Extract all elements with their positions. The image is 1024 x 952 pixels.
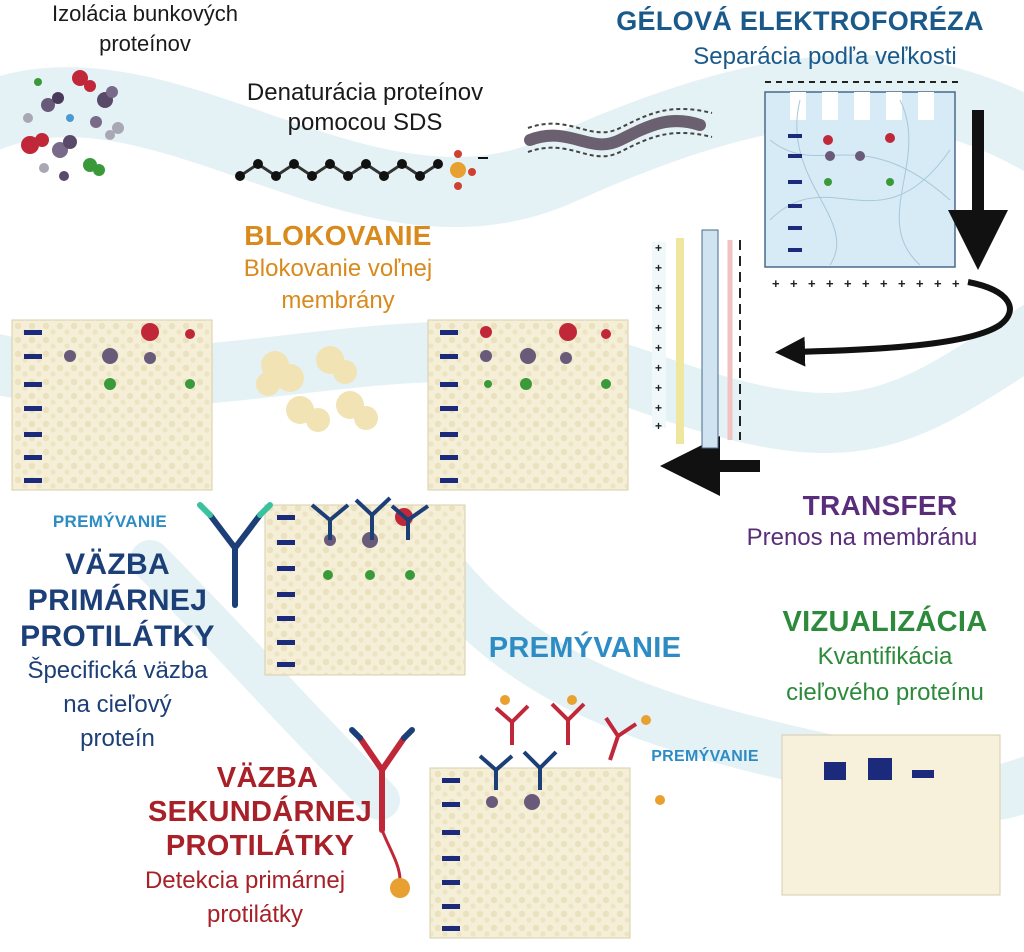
svg-text:+: + bbox=[655, 419, 662, 433]
secondary-title-line2: SEKUNDÁRNEJ bbox=[147, 796, 373, 828]
svg-text:+: + bbox=[880, 276, 888, 291]
svg-text:+: + bbox=[655, 281, 662, 295]
denaturation-line1: Denaturácia proteínov bbox=[246, 79, 484, 106]
visualization-line2: cieľového proteínu bbox=[786, 679, 984, 706]
svg-text:+: + bbox=[916, 276, 924, 291]
blocking-line1: Blokovanie voľnej bbox=[243, 255, 433, 282]
secondary-wash-label: PREMÝVANIE bbox=[651, 748, 759, 765]
svg-text:+: + bbox=[826, 276, 834, 291]
blocking-line2: membrány bbox=[281, 287, 395, 314]
svg-text:+: + bbox=[655, 261, 662, 275]
primary-desc-line3: proteín bbox=[80, 725, 155, 752]
result-membrane-icon bbox=[781, 734, 1001, 896]
svg-text:+: + bbox=[808, 276, 816, 291]
membrane-icon bbox=[264, 496, 466, 676]
arrow-icon bbox=[775, 279, 1013, 367]
transfer-subtitle: Prenos na membránu bbox=[746, 524, 978, 551]
membrane-icon bbox=[11, 319, 213, 491]
primary-title-line2: PRIMÁRNEJ bbox=[27, 584, 208, 617]
gel-icon: + + + + + + + + + + + bbox=[764, 81, 960, 291]
isolation-line2: proteínov bbox=[99, 31, 191, 56]
primary-antibody-icon bbox=[197, 502, 273, 608]
wash-middle-label: PREMÝVANIE bbox=[488, 632, 682, 664]
primary-title-line3: PROTILÁTKY bbox=[20, 620, 215, 653]
svg-text:+: + bbox=[898, 276, 906, 291]
primary-desc-line1: Špecifická väzba bbox=[27, 657, 208, 684]
visualization-line1: Kvantifikácia bbox=[817, 643, 953, 670]
isolation-line1: Izolácia bunkových bbox=[52, 1, 238, 26]
secondary-desc-line1: Detekcia primárnej bbox=[144, 867, 346, 894]
transfer-title: TRANSFER bbox=[802, 490, 958, 521]
electrophoresis-title: GÉLOVÁ ELEKTROFORÉZA bbox=[616, 6, 984, 36]
secondary-desc-line2: protilátky bbox=[206, 901, 304, 928]
visualization-title: VIZUALIZÁCIA bbox=[782, 606, 988, 638]
denaturation-line2: pomocou SDS bbox=[287, 109, 443, 136]
primary-title-line1: VÄZBA bbox=[65, 548, 170, 581]
svg-text:+: + bbox=[655, 381, 662, 395]
svg-text:+: + bbox=[844, 276, 852, 291]
svg-text:+: + bbox=[655, 361, 662, 375]
svg-text:+: + bbox=[772, 276, 780, 291]
blocking-title: BLOKOVANIE bbox=[244, 220, 432, 251]
svg-text:+: + bbox=[655, 321, 662, 335]
transfer-stack-icon: + + + + + + + + + + bbox=[652, 229, 741, 449]
secondary-antibody-icon bbox=[349, 727, 415, 898]
secondary-title-line1: VÄZBA bbox=[216, 762, 319, 794]
blocking-protein-icon bbox=[256, 346, 378, 432]
svg-text:+: + bbox=[952, 276, 960, 291]
sds-molecule-icon bbox=[235, 150, 488, 190]
primary-wash-label: PREMÝVANIE bbox=[52, 512, 168, 531]
electrophoresis-subtitle: Separácia podľa veľkosti bbox=[693, 43, 957, 70]
secondary-title-line3: PROTILÁTKY bbox=[165, 830, 355, 862]
svg-text:+: + bbox=[655, 341, 662, 355]
primary-desc-line2: na cieľový bbox=[63, 691, 172, 718]
membrane-icon bbox=[429, 695, 665, 939]
denatured-protein-icon bbox=[524, 107, 713, 158]
svg-text:+: + bbox=[862, 276, 870, 291]
membrane-icon bbox=[427, 319, 629, 491]
svg-text:+: + bbox=[655, 401, 662, 415]
svg-text:+: + bbox=[655, 241, 662, 255]
svg-text:+: + bbox=[934, 276, 942, 291]
protein-cluster-icon bbox=[21, 70, 124, 181]
svg-text:+: + bbox=[655, 301, 662, 315]
svg-text:+: + bbox=[790, 276, 798, 291]
